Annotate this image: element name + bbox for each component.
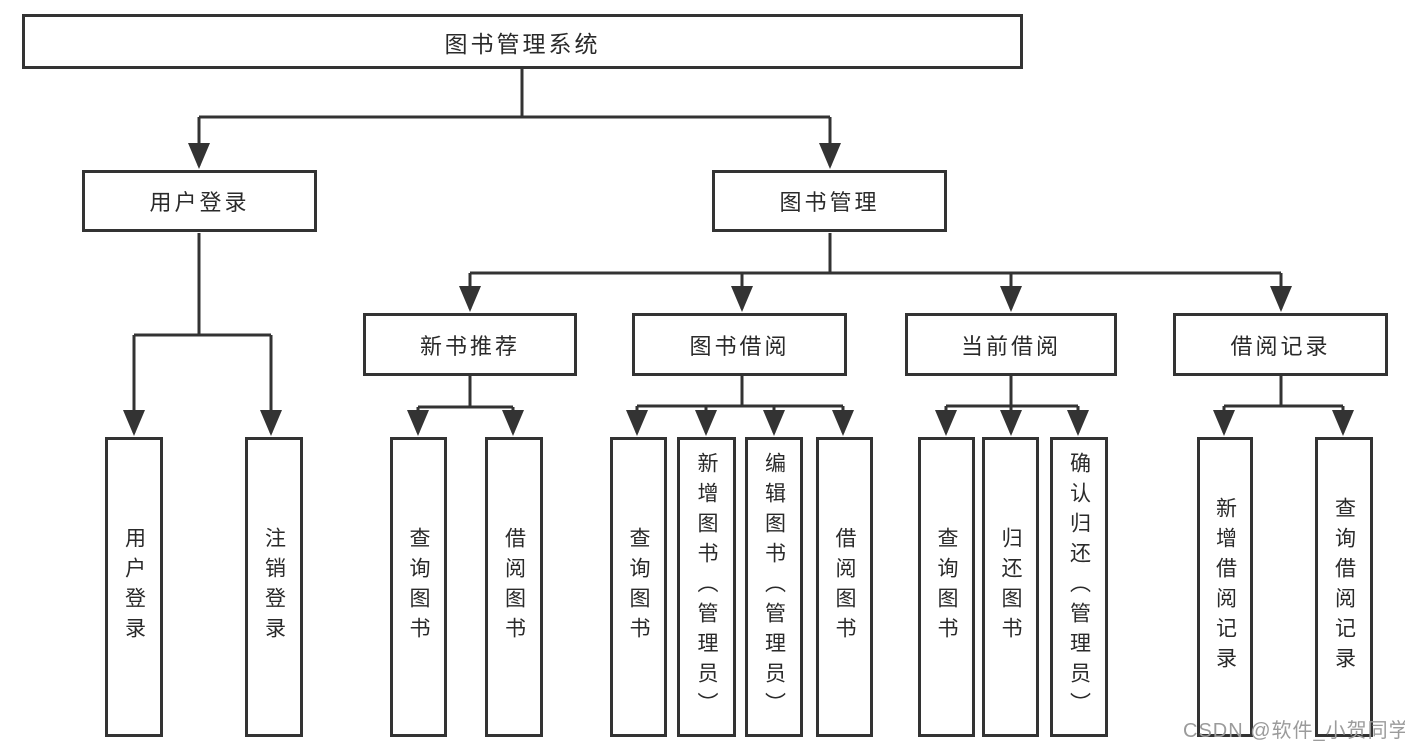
leaf-query-borrow-record-label: 查询借阅记录: [1332, 497, 1356, 677]
leaf-query-book-2-label: 查询图书: [627, 527, 650, 647]
node-user-login: 用户登录: [82, 170, 317, 232]
leaf-borrow-book-label: 借阅图书: [502, 527, 526, 647]
leaf-add-borrow-record-label: 新增借阅记录: [1213, 497, 1237, 677]
leaf-user-login-label: 用户登录: [122, 527, 146, 647]
tree-edges: [132, 69, 1345, 433]
node-book-borrowing: 图书借阅: [632, 313, 847, 376]
leaf-add-book-admin-label: 新增图书（管理员）: [695, 452, 718, 722]
node-root: 图书管理系统: [22, 14, 1023, 69]
node-new-book-recommend: 新书推荐: [363, 313, 577, 376]
leaf-query-borrow-record: 查询借阅记录: [1315, 437, 1373, 737]
node-new-book-recommend-label: 新书推荐: [419, 333, 520, 359]
node-book-management-label: 图书管理: [779, 190, 880, 215]
node-user-login-label: 用户登录: [149, 190, 250, 215]
leaf-query-book-label: 查询图书: [407, 527, 430, 647]
leaf-edit-book-admin-label: 编辑图书（管理员）: [762, 452, 786, 722]
node-book-management: 图书管理: [712, 170, 947, 232]
leaf-edit-book-admin: 编辑图书（管理员）: [745, 437, 803, 737]
node-root-label: 图书管理系统: [444, 30, 601, 57]
leaf-add-borrow-record: 新增借阅记录: [1197, 437, 1253, 737]
leaf-query-book-3: 查询图书: [918, 437, 975, 737]
leaf-user-login: 用户登录: [105, 437, 163, 737]
csdn-watermark: CSDN @软件_小贺同学: [1183, 720, 1405, 742]
leaf-logout: 注销登录: [245, 437, 303, 737]
node-borrowing-records: 借阅记录: [1173, 313, 1388, 376]
leaf-return-book-label: 归还图书: [999, 527, 1022, 647]
leaf-borrow-book-2: 借阅图书: [816, 437, 873, 737]
node-book-borrowing-label: 图书借阅: [689, 333, 790, 359]
leaf-query-book-3-label: 查询图书: [935, 527, 958, 647]
leaf-return-book: 归还图书: [982, 437, 1039, 737]
leaf-borrow-book-2-label: 借阅图书: [833, 527, 856, 647]
node-current-borrowing: 当前借阅: [905, 313, 1117, 376]
leaf-query-book-2: 查询图书: [610, 437, 667, 737]
leaf-confirm-return-admin: 确认归还（管理员）: [1050, 437, 1108, 737]
leaf-add-book-admin: 新增图书（管理员）: [677, 437, 736, 737]
leaf-borrow-book: 借阅图书: [485, 437, 543, 737]
leaf-query-book: 查询图书: [390, 437, 447, 737]
node-current-borrowing-label: 当前借阅: [960, 333, 1061, 359]
node-borrowing-records-label: 借阅记录: [1230, 333, 1331, 359]
leaf-confirm-return-admin-label: 确认归还（管理员）: [1067, 452, 1091, 722]
arrowheads: [123, 143, 1354, 436]
leaf-logout-label: 注销登录: [262, 527, 286, 647]
